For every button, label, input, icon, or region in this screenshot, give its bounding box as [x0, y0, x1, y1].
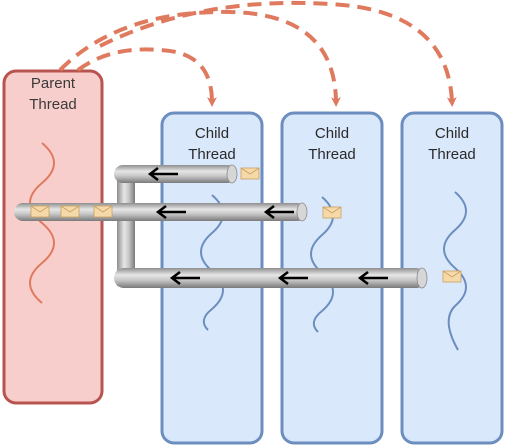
pipe-bottom — [114, 267, 428, 289]
child-label-line2: Thread — [428, 146, 476, 163]
parent-label-line1: Parent — [30, 75, 76, 92]
arrow-left-icon — [277, 271, 308, 285]
vertical-pipe — [117, 168, 135, 286]
arrow-left-icon — [357, 271, 388, 285]
child-label-line1: Child — [434, 125, 470, 142]
envelope-icon — [93, 205, 113, 218]
envelope-icon — [30, 205, 50, 218]
child-label-line1: Child — [314, 125, 350, 142]
arrow-left-icon — [147, 167, 178, 181]
child-thread-label-1: Child Thread — [162, 123, 262, 165]
child-thread-label-2: Child Thread — [282, 123, 382, 165]
child-label-line2: Thread — [188, 146, 236, 163]
spawn-arrow-2 — [58, 9, 341, 107]
child-label-line2: Thread — [308, 146, 356, 163]
envelope-icon — [240, 167, 260, 180]
parent-thread-label: Parent Thread — [4, 73, 102, 115]
envelope-icon — [60, 205, 80, 218]
child-wave-icon-3 — [443, 191, 467, 351]
parent-wave-icon — [29, 142, 55, 304]
spawn-arrow-3 — [99, 0, 457, 107]
child-thread-label-3: Child Thread — [402, 123, 502, 165]
arrow-left-icon — [169, 271, 200, 285]
spawn-arrow-1 — [76, 47, 217, 107]
envelope-icon — [442, 270, 462, 283]
envelope-icon — [322, 206, 342, 219]
child-label-line1: Child — [194, 125, 230, 142]
parent-label-line2: Thread — [29, 96, 77, 113]
arrow-left-icon — [155, 205, 186, 219]
arrow-left-icon — [263, 205, 294, 219]
